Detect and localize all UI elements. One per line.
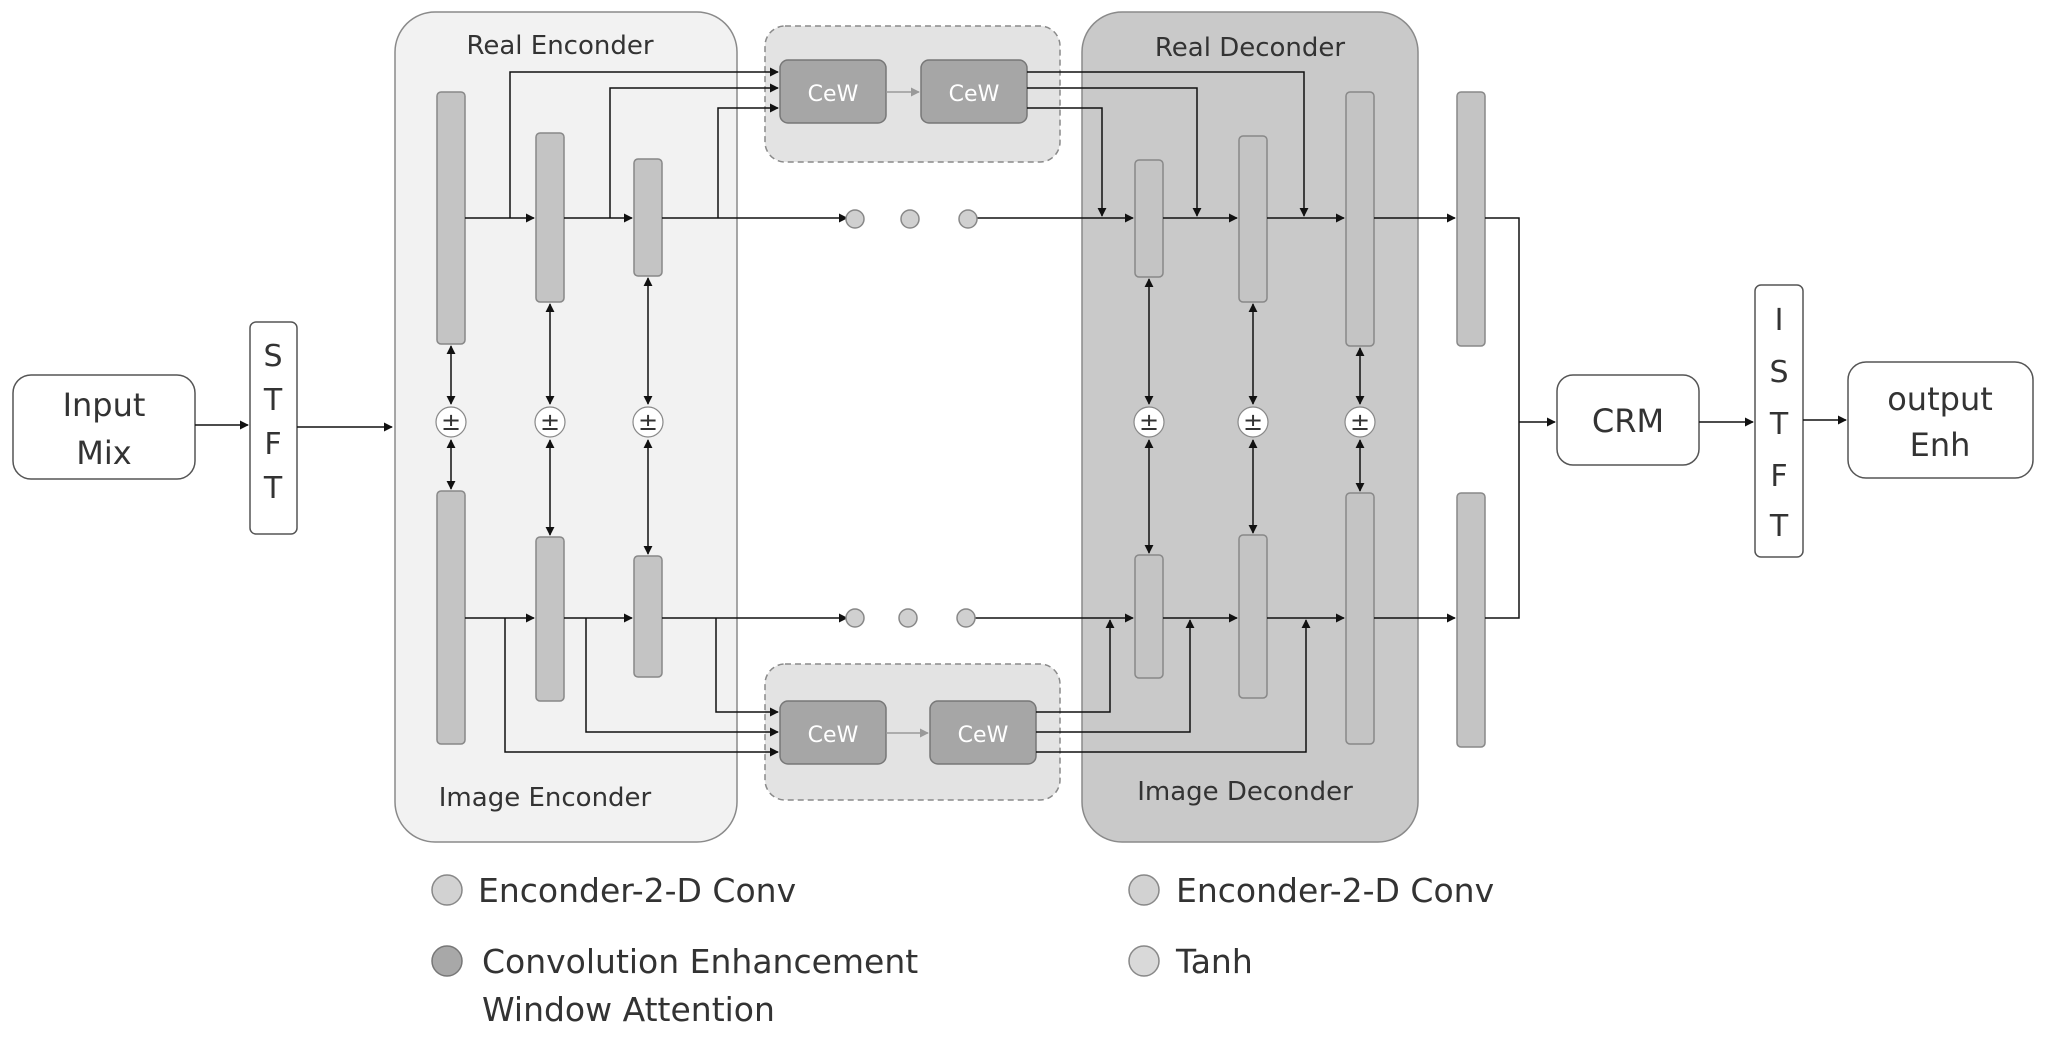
legend-label-3: Enconder-2-D Conv (1176, 871, 1494, 910)
op-circle-enc-3 (632, 406, 664, 438)
real-decoder-bar-1 (1134, 159, 1164, 278)
op-symbol-dec-1: ± (1139, 408, 1159, 436)
legend-label-1: Enconder-2-D Conv (478, 871, 796, 910)
image-decoder-bar-3 (1345, 492, 1375, 745)
stft-block (249, 321, 298, 535)
output-enh-line1: output (1887, 380, 1993, 418)
istft-letter-3: T (1769, 407, 1789, 442)
istft-letter-1: I (1775, 303, 1784, 338)
istft-block (1754, 284, 1804, 558)
real-encoder-bar-3 (633, 158, 663, 277)
op-circle-enc-2 (534, 406, 566, 438)
op-symbol-enc-3: ± (638, 408, 658, 436)
stft-letter-3: F (264, 427, 281, 462)
op-circle-dec-1 (1133, 406, 1165, 438)
legend-swatch-4 (1128, 945, 1160, 977)
legend-swatch-2 (431, 945, 463, 977)
op-circle-dec-2 (1237, 406, 1269, 438)
real-decoder-bar-3 (1345, 91, 1375, 347)
op-symbol-enc-1: ± (441, 408, 461, 436)
crm-block (1556, 374, 1700, 466)
istft-letter-5: T (1769, 509, 1789, 544)
cew-label-top-1: CeW (808, 82, 859, 107)
flow-connectors (195, 67, 1847, 757)
input-mix-block (12, 374, 196, 480)
istft-letter-2: S (1769, 355, 1788, 390)
legend: Enconder-2-D Conv Convolution Enhancemen… (431, 871, 1494, 1029)
stft-letter-4: T (263, 471, 283, 506)
output-enh-block (1847, 361, 2034, 479)
real-output-bar (1456, 91, 1486, 347)
output-enh-line2: Enh (1910, 426, 1971, 464)
real-decoder-label: Real Deconder (1155, 33, 1346, 63)
op-circle-dec-3 (1344, 406, 1376, 438)
cew-block-top-2 (920, 59, 1028, 124)
real-encoder-bar-1 (436, 91, 466, 345)
legend-swatch-1 (431, 874, 463, 906)
op-symbol-dec-3: ± (1350, 408, 1370, 436)
ellipsis-dots (845, 209, 978, 628)
image-decoder-bar-1 (1134, 554, 1164, 679)
stft-letter-1: S (263, 339, 282, 374)
image-decoder-label: Image Deconder (1137, 777, 1353, 807)
stft-letter-2: T (263, 383, 283, 418)
real-encoder-bar-2 (535, 132, 565, 303)
legend-label-2a: Convolution Enhancement (482, 942, 918, 981)
legend-label-4: Tanh (1175, 942, 1253, 981)
cew-label-bottom-2: CeW (958, 723, 1009, 748)
op-symbol-dec-2: ± (1243, 408, 1263, 436)
op-symbol-enc-2: ± (540, 408, 560, 436)
image-encoder-label: Image Enconder (439, 783, 652, 813)
real-encoder-label: Real Enconder (466, 31, 653, 61)
legend-swatch-3 (1128, 874, 1160, 906)
image-decoder-bar-2 (1238, 534, 1268, 699)
image-encoder-bar-3 (633, 555, 663, 678)
crm-label: CRM (1592, 402, 1664, 440)
input-mix-line1: Input (63, 386, 146, 424)
istft-letter-4: F (1770, 459, 1787, 494)
real-decoder-bar-2 (1238, 135, 1268, 303)
op-circle-enc-1 (435, 406, 467, 438)
image-encoder-bar-2 (535, 536, 565, 702)
image-output-bar (1456, 492, 1486, 748)
legend-label-2b: Window Attention (482, 990, 775, 1029)
image-encoder-bar-1 (436, 490, 466, 745)
cew-label-top-2: CeW (949, 82, 1000, 107)
cew-label-bottom-1: CeW (808, 723, 859, 748)
input-mix-line2: Mix (76, 434, 131, 472)
